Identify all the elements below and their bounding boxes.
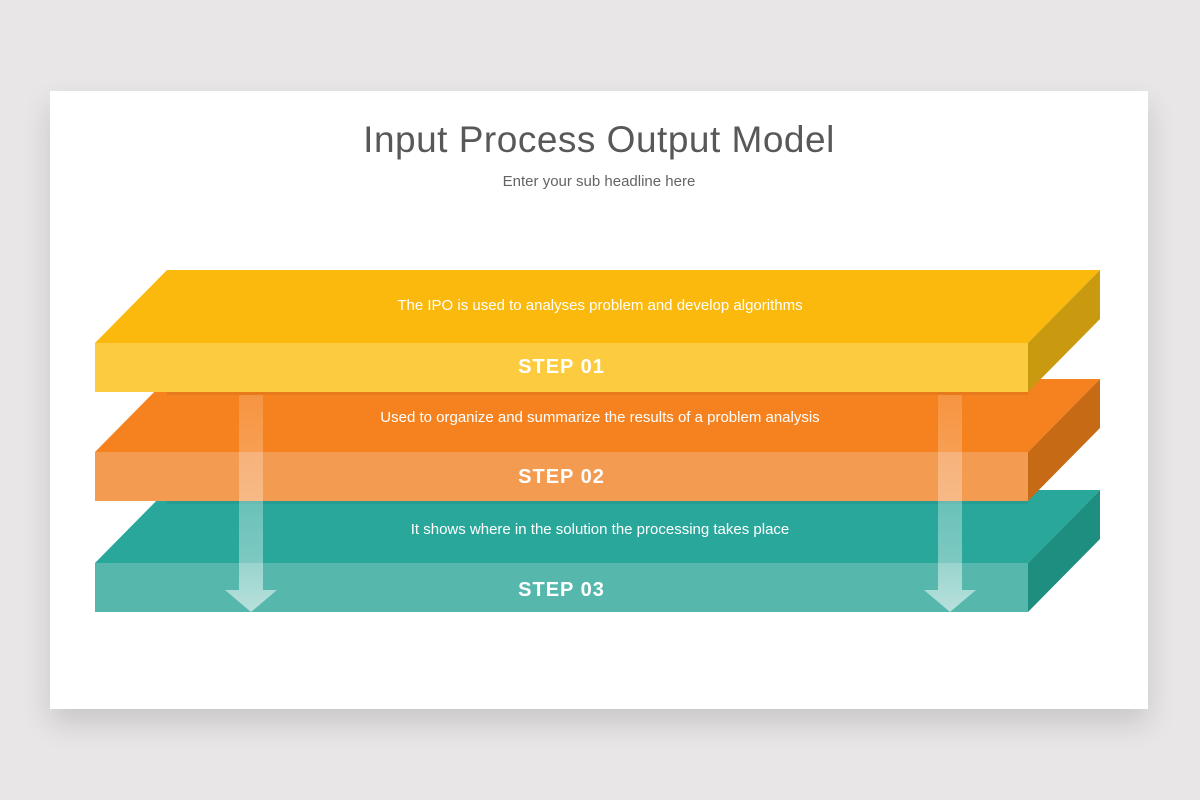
page-subtitle: Enter your sub headline here — [502, 173, 696, 190]
slide-canvas: Input Process Output Model Enter your su… — [50, 91, 1148, 709]
page-title: Input Process Output Model — [363, 119, 835, 160]
